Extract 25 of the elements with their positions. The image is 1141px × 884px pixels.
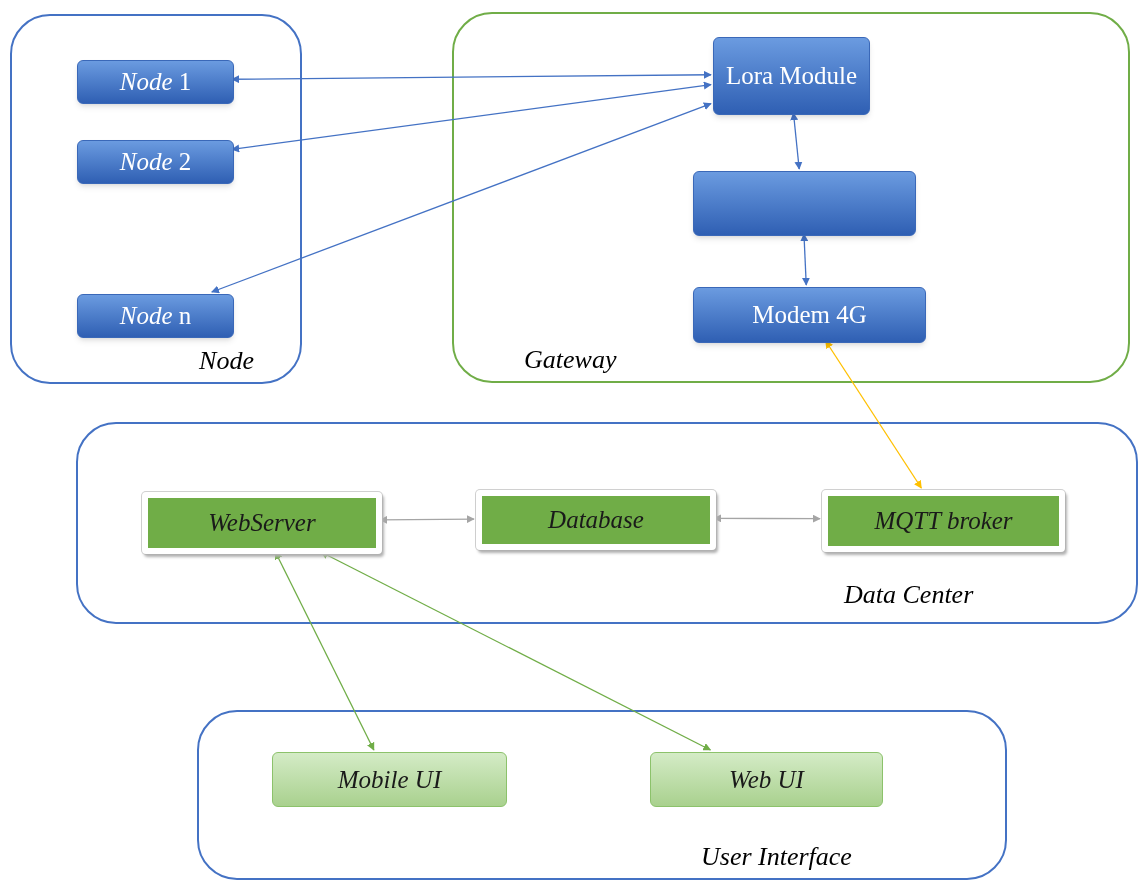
connector-arrow bbox=[231, 70, 712, 84]
component-box: Lora Module bbox=[713, 37, 870, 115]
group-title: Gateway bbox=[524, 344, 617, 376]
component-box: Node n bbox=[77, 294, 234, 338]
connector-arrow bbox=[790, 112, 803, 170]
component-box: Database bbox=[476, 490, 716, 550]
connector-arrow bbox=[231, 81, 712, 153]
component-box: Node 1 bbox=[77, 60, 234, 104]
component-box: Web UI bbox=[650, 752, 883, 807]
group-title: User Interface bbox=[701, 841, 852, 873]
group-title: Node bbox=[199, 345, 254, 377]
component-box: Node 2 bbox=[77, 140, 234, 184]
component-box: Mobile UI bbox=[272, 752, 507, 807]
component-box: WebServer bbox=[142, 492, 382, 554]
component-box: Modem 4G bbox=[693, 287, 926, 343]
group-panel bbox=[10, 14, 302, 384]
connector-arrow bbox=[800, 233, 810, 286]
connector-arrow bbox=[825, 340, 922, 489]
group-panel bbox=[197, 710, 1007, 880]
connector-arrow bbox=[211, 102, 712, 294]
group-panel bbox=[76, 422, 1138, 624]
group-panel bbox=[452, 12, 1130, 383]
component-box: MQTT broker bbox=[822, 490, 1065, 552]
device-box bbox=[693, 171, 916, 236]
group-title: Data Center bbox=[844, 579, 974, 611]
